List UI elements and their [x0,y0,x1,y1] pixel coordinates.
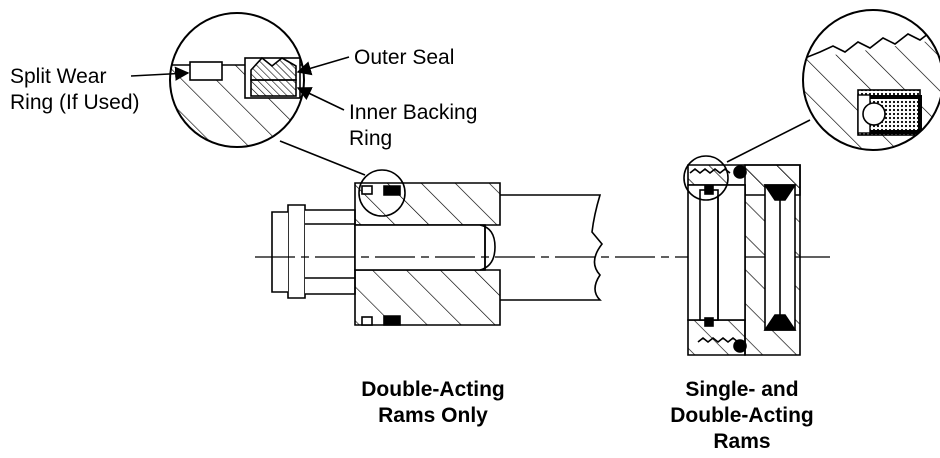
inner-backing-ring-label-line2: Ring [349,127,392,150]
cylinder-wall-lower [354,269,501,326]
double-acting-ram-assembly [271,140,604,326]
upper-outer-seal-left [383,185,401,196]
caption-right-line3: Rams [713,430,770,453]
single-double-acting-ram-assembly [683,119,811,356]
top-fragment [18,0,168,6]
split-wear-ring-label-line2: Ring (If Used) [10,91,140,114]
left-magnifier [169,12,305,148]
detail-marker-left [358,169,406,217]
caption-left-line1: Double-Acting [361,378,504,401]
inner-backing-ring-label-line1: Inner Backing [349,101,477,124]
saddle-outer [287,204,306,299]
outer-seal-label: Outer Seal [354,46,454,69]
left-labels: Split Wear Ring (If Used) Outer Seal Inn… [10,46,477,150]
split-wear-ring-label-line1: Split Wear [10,65,106,88]
caption-left-line2: Rams Only [378,404,488,427]
captions: Double-Acting Rams Only Single- and Doub… [361,378,813,453]
plunger-rod [500,194,604,301]
caption-right-line2: Double-Acting [670,404,813,427]
cylinder-wall-upper [354,182,501,226]
right-magnifier [802,9,940,151]
caption-right-line1: Single- and [685,378,798,401]
